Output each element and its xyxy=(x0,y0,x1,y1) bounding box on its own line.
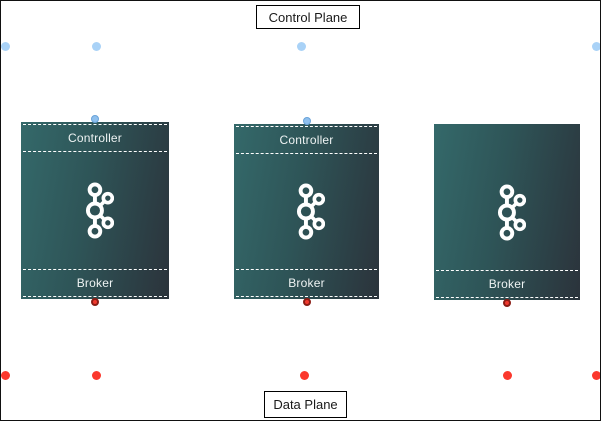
controller-section-label: Controller xyxy=(236,126,377,154)
broker-connection-dot xyxy=(302,298,311,306)
control-plane-dot xyxy=(1,41,10,51)
control-plane-dot xyxy=(591,41,600,51)
broker-connection-dot xyxy=(91,298,99,306)
kafka-node-2: Controller Broker xyxy=(231,117,382,306)
controller-connection-dot xyxy=(91,115,99,123)
control-plane-label: Control Plane xyxy=(256,5,360,29)
broker-connection-dot xyxy=(503,299,511,307)
broker-section-label: Broker xyxy=(236,269,377,297)
data-plane-label: Data Plane xyxy=(264,391,347,418)
kafka-node-3: Broker xyxy=(431,121,583,307)
controller-section-label: Controller xyxy=(23,124,167,152)
data-plane-dot xyxy=(1,370,10,380)
data-plane-dot xyxy=(299,370,309,380)
data-plane-dot xyxy=(591,370,600,380)
kafka-node-1: Controller Broker xyxy=(18,115,172,306)
control-plane-dot xyxy=(296,41,306,51)
broker-section-label: Broker xyxy=(436,270,578,298)
broker-section-label: Broker xyxy=(23,269,167,297)
controller-connection-dot xyxy=(302,117,311,125)
control-plane-dot xyxy=(91,41,101,51)
data-plane-dot xyxy=(502,370,512,380)
data-plane-dot xyxy=(91,370,101,380)
